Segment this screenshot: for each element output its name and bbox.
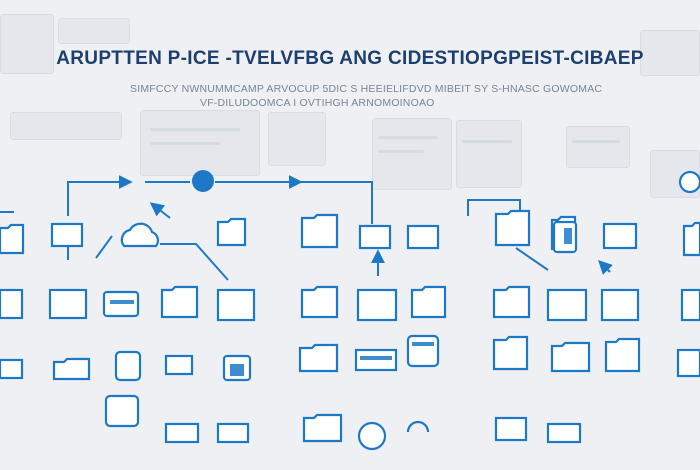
window-icon[interactable] <box>164 422 200 444</box>
window-icon[interactable] <box>600 288 640 322</box>
hub-node <box>192 170 214 192</box>
bg-line <box>378 136 438 139</box>
folder-icon[interactable] <box>300 213 339 249</box>
subtitle-line: SIMFCCY NWNUMMCAMP ARVOCUP 5DIC S HEEIEL… <box>130 83 603 95</box>
window-icon[interactable] <box>48 288 88 320</box>
window-icon[interactable] <box>546 288 588 322</box>
bg-panel <box>566 126 630 168</box>
window-icon[interactable] <box>0 288 24 320</box>
accent <box>360 356 392 360</box>
bg-panel <box>456 120 522 188</box>
accent <box>230 364 244 376</box>
sync-icon[interactable] <box>406 420 430 433</box>
window-icon[interactable] <box>680 288 700 322</box>
accent <box>412 342 434 346</box>
window-icon[interactable] <box>50 222 84 248</box>
connector <box>300 181 373 224</box>
connector <box>598 260 613 275</box>
accent <box>564 228 572 244</box>
folder-icon[interactable] <box>492 335 529 371</box>
bg-panel <box>268 112 326 166</box>
window-icon[interactable] <box>356 288 398 322</box>
folder-icon[interactable] <box>160 285 199 319</box>
bg-panel <box>372 118 452 190</box>
window-icon[interactable] <box>216 288 256 322</box>
bg-line <box>572 140 620 143</box>
folder-icon[interactable] <box>550 341 591 373</box>
window-icon[interactable] <box>676 348 700 378</box>
accent <box>110 300 134 304</box>
folder-icon[interactable] <box>298 343 339 373</box>
bg-panel <box>640 30 700 76</box>
drive-icon[interactable] <box>406 334 440 368</box>
folder-icon[interactable] <box>410 285 447 319</box>
window-icon[interactable] <box>358 224 392 250</box>
connector <box>160 243 229 281</box>
folder-icon[interactable] <box>682 221 700 257</box>
connector <box>67 175 133 216</box>
window-icon[interactable] <box>0 358 24 380</box>
window-icon[interactable] <box>602 222 638 250</box>
connector-lines <box>0 175 613 281</box>
folder-icon[interactable] <box>302 413 343 443</box>
bg-line <box>150 128 240 131</box>
connector <box>149 202 171 219</box>
diagram-subtitle: SIMFCCY NWNUMMCAMP ARVOCUP 5DIC S HEEIEL… <box>130 82 670 110</box>
bg-line <box>378 150 424 153</box>
folder-icon[interactable] <box>492 285 531 319</box>
bg-panel <box>10 112 122 140</box>
connector <box>515 247 549 271</box>
subtitle-line: VF-DILUDOOMCA I OVTIHGH ARNOMOINOAO <box>200 97 435 109</box>
connector <box>467 199 521 218</box>
folder-icon[interactable] <box>52 357 91 381</box>
bg-line <box>462 140 512 143</box>
monitor-icon[interactable] <box>494 416 528 442</box>
window-icon[interactable] <box>164 354 194 376</box>
icon-nodes <box>0 170 700 451</box>
folder-icon[interactable] <box>494 209 531 247</box>
bg-panel <box>0 14 54 74</box>
window-icon[interactable] <box>546 422 582 444</box>
window-icon[interactable] <box>406 224 440 250</box>
folder-icon[interactable] <box>604 337 641 373</box>
diagram-title: ARUPTTEN P-ICE -TVELVFBG ANG CIDESTIOPGP… <box>56 48 644 69</box>
sync-icon[interactable] <box>357 421 387 451</box>
window-icon[interactable] <box>216 422 250 444</box>
cloud-icon[interactable] <box>120 222 159 248</box>
folder-icon[interactable] <box>216 217 247 247</box>
bg-panel <box>58 18 130 44</box>
sync-icon[interactable] <box>678 170 700 194</box>
drive-icon[interactable] <box>114 350 142 382</box>
connector <box>95 235 113 259</box>
bg-line <box>150 142 220 145</box>
icon-accents <box>110 228 572 376</box>
folder-icon[interactable] <box>300 285 339 319</box>
folder-icon[interactable] <box>0 223 25 255</box>
drive-icon[interactable] <box>104 394 140 428</box>
